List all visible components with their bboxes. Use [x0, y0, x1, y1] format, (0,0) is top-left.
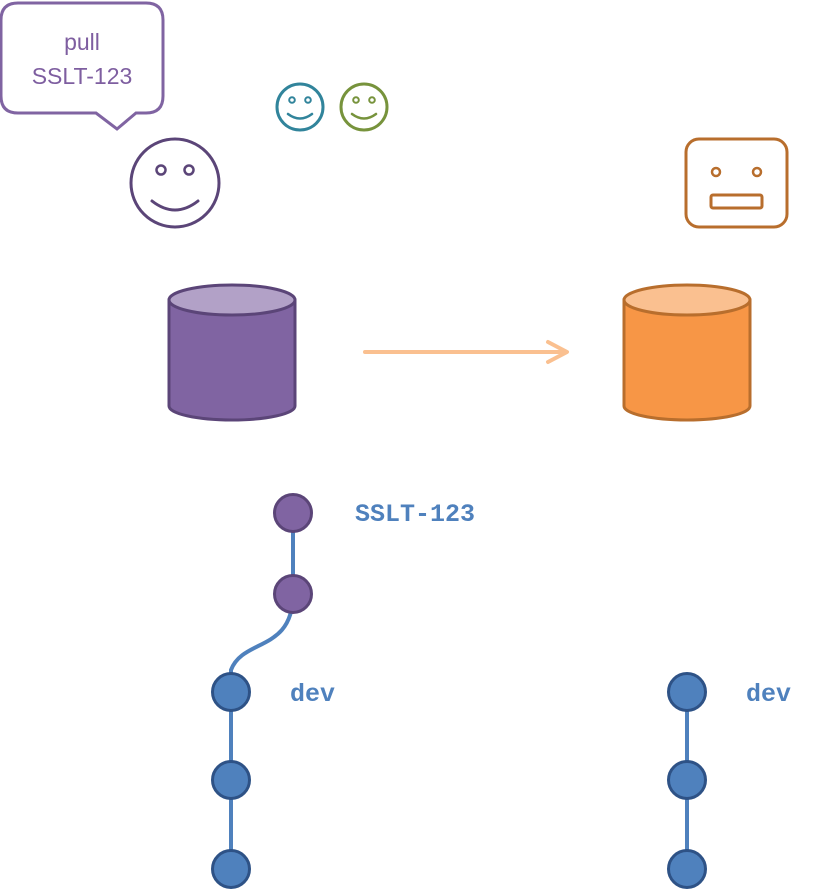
smiley-face-icon — [129, 137, 221, 229]
speech-bubble-line2: SSLT-123 — [32, 63, 133, 89]
database-icon — [167, 283, 297, 422]
dev-commit-node — [667, 849, 707, 889]
smiley-face-icon — [339, 82, 389, 132]
dev-commit-node — [667, 672, 707, 712]
robot-face-icon — [684, 137, 789, 229]
dev-commit-node — [211, 760, 251, 800]
feature-branch-label: SSLT-123 — [355, 500, 475, 529]
remote-commit-graph — [667, 672, 707, 889]
speech-bubble-line1: pull — [64, 29, 100, 55]
dev-branch-label-remote: dev — [746, 680, 791, 709]
feature-commit-node — [273, 574, 313, 614]
speech-bubble: pull SSLT-123 — [0, 1, 165, 131]
arrow-right-icon — [363, 340, 569, 364]
local-commit-graph — [211, 493, 313, 889]
dev-branch-label-local: dev — [290, 680, 335, 709]
feature-commit-node — [273, 493, 313, 533]
database-icon — [622, 283, 752, 422]
dev-commit-node — [211, 672, 251, 712]
smiley-face-icon — [275, 82, 325, 132]
dev-commit-node — [667, 760, 707, 800]
dev-commit-node — [211, 849, 251, 889]
